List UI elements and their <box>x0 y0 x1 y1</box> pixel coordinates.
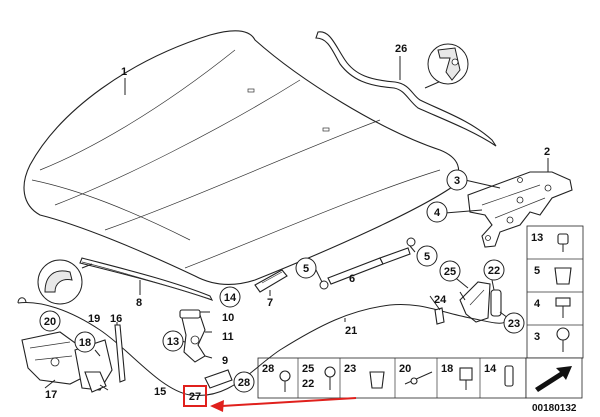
legend-22: 22 <box>302 378 314 390</box>
callout-20: 20 <box>44 316 56 328</box>
callout-1: 1 <box>121 66 127 78</box>
cable-tie-20-icon <box>404 371 433 385</box>
hood-seal-strip <box>79 257 214 301</box>
legend-23: 23 <box>344 363 356 375</box>
callout-3: 3 <box>454 175 460 187</box>
callout-5b-circle: 5 <box>295 257 317 279</box>
legend-25: 25 <box>302 363 314 375</box>
callout-17: 17 <box>45 389 57 401</box>
clip-23-icon <box>369 371 385 389</box>
legend-13: 13 <box>531 232 543 244</box>
callout-23-circle: 23 <box>503 312 525 334</box>
callout-18: 18 <box>79 337 91 349</box>
callout-3-circle: 3 <box>446 169 468 191</box>
red-pointer-arrow <box>210 397 357 412</box>
screw-25-22-icon <box>324 366 336 390</box>
legend-5: 5 <box>534 265 540 277</box>
callout-7: 7 <box>267 297 273 309</box>
callout-23: 23 <box>508 318 520 330</box>
bottom-small-parts-bar <box>257 357 583 399</box>
legend-4: 4 <box>534 298 541 310</box>
callout-19: 19 <box>88 313 100 325</box>
bolt-14-icon <box>504 365 514 387</box>
secondary-latch <box>179 309 206 363</box>
upper-seal-26 <box>315 31 497 147</box>
callout-8: 8 <box>136 297 142 309</box>
legend-28: 28 <box>262 363 274 375</box>
callout-5a: 5 <box>424 251 430 263</box>
clip-13-icon <box>557 233 569 252</box>
grommet-5-icon <box>554 267 572 285</box>
callout-14-circle: 14 <box>219 286 241 308</box>
right-small-parts-panel <box>526 225 584 359</box>
callout-22: 22 <box>488 265 500 277</box>
legend-18: 18 <box>441 363 453 375</box>
diagram-code: 00180132 <box>532 403 577 414</box>
part-7-strip <box>254 269 288 293</box>
callout-5a-circle: 5 <box>416 245 438 267</box>
callout-11: 11 <box>222 331 234 343</box>
callout-28: 28 <box>238 377 250 389</box>
callout-27: 27 <box>189 391 201 403</box>
callout-14: 14 <box>224 292 237 304</box>
callout-24: 24 <box>434 294 447 306</box>
callout-26: 26 <box>395 43 407 55</box>
callout-9: 9 <box>222 355 228 367</box>
callout-4: 4 <box>434 207 441 219</box>
callout-20-circle: 20 <box>39 310 61 332</box>
callout-4-circle: 4 <box>426 201 448 223</box>
hood-hinge-2 <box>467 171 573 248</box>
callout-28-circle: 28 <box>233 371 255 393</box>
screw-28-icon <box>279 370 291 392</box>
hood-latch-assembly <box>21 331 113 393</box>
nut-4-icon <box>555 297 571 318</box>
safety-catch-24 <box>459 281 502 323</box>
callout-16: 16 <box>110 313 122 325</box>
upper-seal-detail-magnifier <box>427 43 469 85</box>
callout-27-highlight: 27 <box>183 385 207 407</box>
callout-21: 21 <box>345 325 357 337</box>
callout-2: 2 <box>544 146 550 158</box>
gas-strut-6 <box>319 237 416 290</box>
legend-14: 14 <box>484 363 497 375</box>
callout-13: 13 <box>167 336 179 348</box>
callout-10: 10 <box>222 312 234 324</box>
callout-15: 15 <box>154 386 166 398</box>
callout-5b: 5 <box>303 263 309 275</box>
callout-13-circle: 13 <box>162 330 184 352</box>
callout-6: 6 <box>349 273 355 285</box>
orientation-arrow-icon <box>535 366 572 392</box>
hood-panel <box>23 30 460 285</box>
legend-3: 3 <box>534 331 540 343</box>
legend-20: 20 <box>399 363 411 375</box>
screw-3-icon <box>556 327 570 352</box>
callout-25: 25 <box>444 266 456 278</box>
seal-detail-magnifier <box>37 259 93 305</box>
callout-22-circle: 22 <box>483 259 505 281</box>
callout-18-circle: 18 <box>74 331 96 353</box>
nut-18-icon <box>459 367 473 390</box>
callout-25-circle: 25 <box>439 260 461 282</box>
